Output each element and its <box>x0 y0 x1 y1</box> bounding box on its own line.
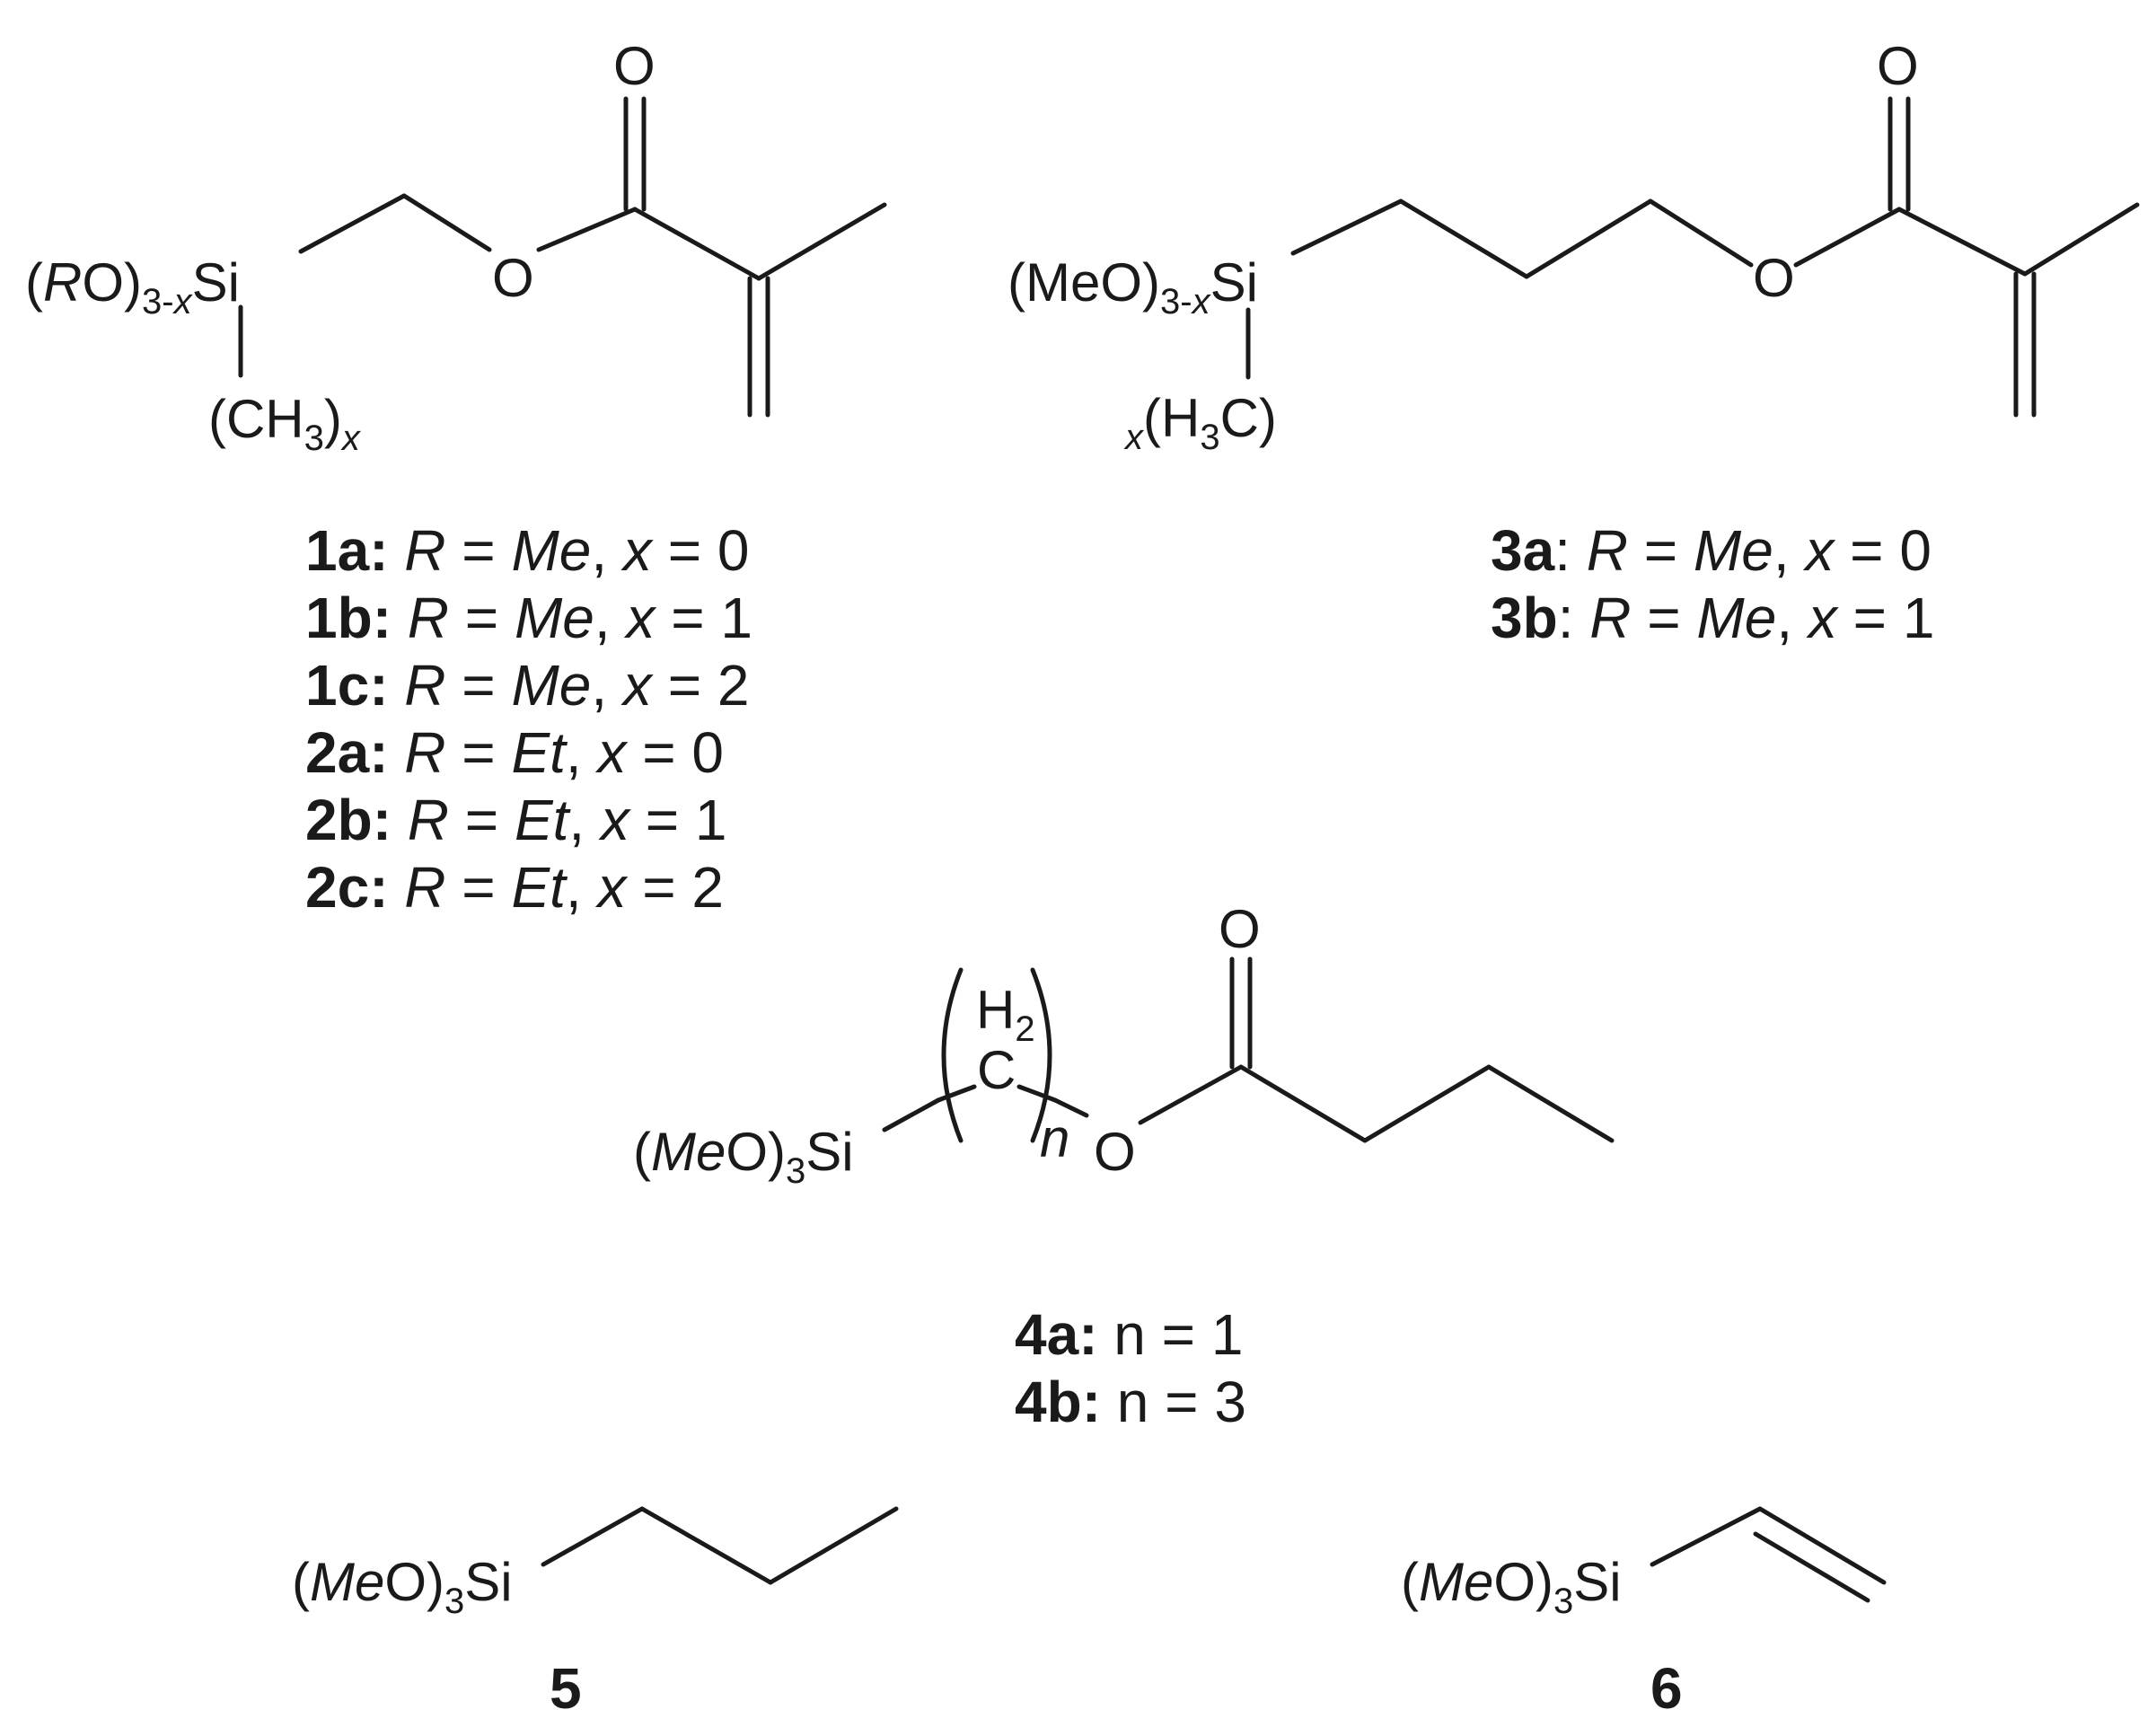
ester-oxygen-label: O <box>1094 1122 1136 1182</box>
bond <box>1138 1064 1244 1125</box>
compound-4-structure: O O C H2 n (MeO)3Si <box>633 899 1615 1191</box>
bond <box>632 207 761 281</box>
legend-row: 3b: R = Me, x = 1 <box>1491 586 1934 650</box>
bond <box>1486 1064 1615 1143</box>
compound-4-legend: 4a: n = 1 4b: n = 3 <box>1015 1302 1246 1434</box>
bond <box>298 193 407 254</box>
bond <box>768 1506 899 1585</box>
silicon-substituent-label: (MeO)3Si <box>292 1552 513 1621</box>
bond <box>1793 207 1902 268</box>
right-bracket <box>1030 967 1052 1143</box>
left-bracket <box>941 967 964 1143</box>
bond <box>1896 207 2028 277</box>
bond <box>1362 1064 1492 1143</box>
compound-6-structure: (MeO)3Si 6 <box>1401 1506 1887 1721</box>
bond <box>639 1506 773 1585</box>
legend-row: 1c: R = Me, x = 2 <box>305 653 749 718</box>
bond <box>1052 1097 1089 1118</box>
bond <box>1648 198 1754 268</box>
compound-1-2-structure: O O (RO)3-xSi (CH3)x <box>25 36 887 458</box>
methyl-group-label: (CH3)x <box>208 389 362 458</box>
carbonyl-oxygen-label: O <box>613 36 656 96</box>
legend-row: 2c: R = Et, x = 2 <box>305 855 724 920</box>
methyl-group-label: x(H3C) <box>1123 388 1277 457</box>
legend-row: 4a: n = 1 <box>1015 1302 1243 1367</box>
bond <box>1650 1506 1763 1567</box>
compound-5-structure: (MeO)3Si 5 <box>292 1506 899 1721</box>
legend-row: 1b: R = Me, x = 1 <box>305 586 752 650</box>
bond <box>1524 198 1653 279</box>
compound-5-label: 5 <box>550 1656 582 1721</box>
bond <box>1753 1531 1870 1603</box>
bond <box>541 1506 645 1567</box>
ester-oxygen-label: O <box>492 248 534 308</box>
legend-row: 2b: R = Et, x = 1 <box>305 788 727 852</box>
legend-row: 3a: R = Me, x = 0 <box>1491 518 1932 583</box>
methylene-hydrogen-label: H2 <box>976 980 1035 1049</box>
silicon-substituent-label: (MeO)3-xSi <box>1008 252 1258 322</box>
ester-oxygen-label: O <box>1753 248 1795 308</box>
bond <box>401 193 492 252</box>
bond <box>756 202 887 281</box>
silicon-substituent-label: (MeO)3Si <box>633 1122 854 1191</box>
carbonyl-oxygen-label: O <box>1219 899 1261 959</box>
legend-row: 4b: n = 3 <box>1015 1370 1246 1434</box>
bond <box>1757 1506 1887 1585</box>
bond <box>536 207 638 252</box>
bond <box>1016 1084 1058 1103</box>
repeat-index-label: n <box>1040 1108 1069 1168</box>
bond <box>1238 1064 1368 1143</box>
legend-row: 1a: R = Me, x = 0 <box>305 518 749 583</box>
silicon-substituent-label: (MeO)3Si <box>1401 1552 1622 1621</box>
methylene-carbon-label: C <box>977 1040 1016 1100</box>
compound-6-label: 6 <box>1650 1656 1683 1721</box>
bond <box>936 1084 977 1103</box>
compound-1-2-legend: 1a: R = Me, x = 0 1b: R = Me, x = 1 1c: … <box>305 518 752 920</box>
compound-3-structure: O O (MeO)3-xSi x(H3C) <box>1008 36 2140 457</box>
bond <box>1290 198 1404 256</box>
legend-row: 2a: R = Et, x = 0 <box>305 720 724 785</box>
compound-3-legend: 3a: R = Me, x = 0 3b: R = Me, x = 1 <box>1491 518 1934 650</box>
silicon-substituent-label: (RO)3-xSi <box>25 252 240 322</box>
carbonyl-oxygen-label: O <box>1877 36 1919 96</box>
bond <box>2022 202 2140 277</box>
bond <box>882 1097 941 1132</box>
bond <box>1398 198 1529 279</box>
